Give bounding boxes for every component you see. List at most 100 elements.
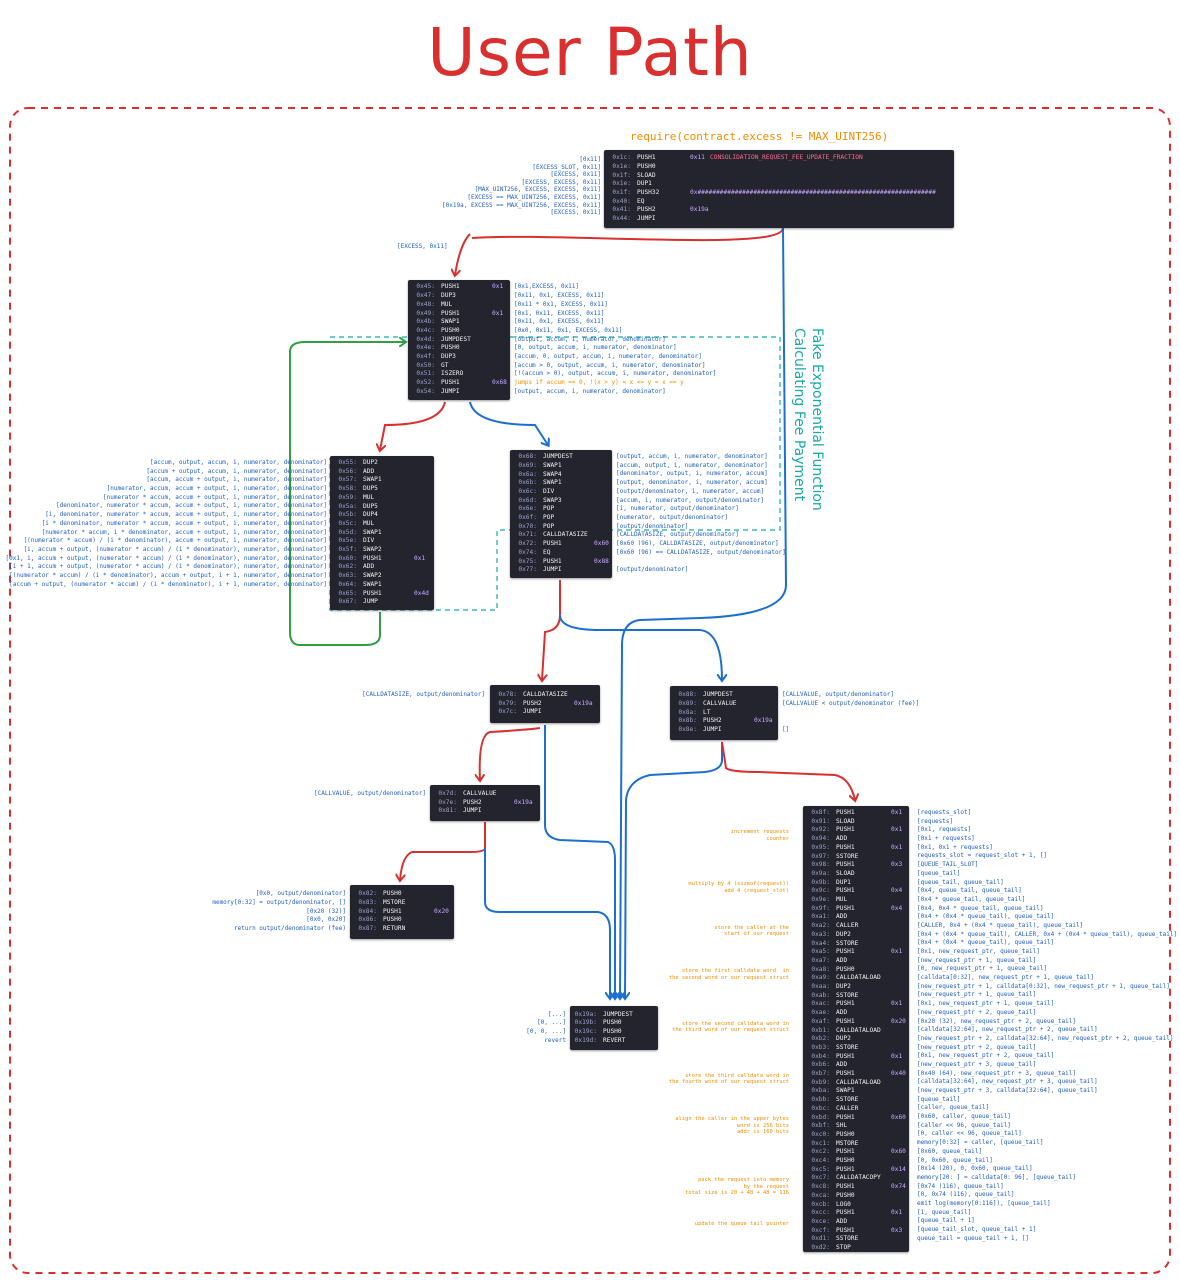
opcode-name: JUMPI xyxy=(441,387,460,395)
opcode-pc: 0xba: xyxy=(811,1087,830,1095)
stack-state: [calldata[32:64], new_request_ptr + 2, q… xyxy=(917,1026,1098,1034)
opcode-pc: 0x55: xyxy=(338,459,357,467)
stack-state: [new_request_ptr + 2, calldata[32:64], n… xyxy=(917,1034,1174,1042)
stack-state xyxy=(782,717,919,726)
opcode-pc: 0x71: xyxy=(518,531,537,539)
stack-state: [0x60, queue_tail] xyxy=(917,1147,983,1155)
stack-state: [0x11, 0x1, EXCESS, 0x11] xyxy=(514,318,605,326)
opcode-pc: 0xa1: xyxy=(811,913,830,921)
opcode-row: 0x55:DUP2 xyxy=(334,459,378,468)
stack-state: memory[20: ] = calldata[0: 96], [queue_t… xyxy=(917,1173,1076,1181)
edge-label-excess: [EXCESS, 0x11] xyxy=(397,243,448,250)
opcode-name: PUSH1 xyxy=(363,589,382,597)
opcode-row: 0x4d:JUMPDEST xyxy=(412,335,470,345)
opcode-argument: 0x1 xyxy=(891,826,903,834)
stack-state: [queue_tail, queue_tail] xyxy=(917,878,1004,886)
stack-state: [output/denominator] xyxy=(616,522,689,530)
outer-dashed-frame xyxy=(9,107,1171,1274)
opcode-pc: 0x19d: xyxy=(574,1036,597,1044)
opcode-pc: 0x4d: xyxy=(416,335,435,343)
opcode-row: 0xa4:SSTORE xyxy=(807,940,858,949)
stack-state xyxy=(782,709,919,718)
comment-note: increment requests counter xyxy=(730,829,789,842)
opcode-name: SWAP4 xyxy=(543,470,562,478)
comment-note: store the second calldata word in the th… xyxy=(672,1020,789,1033)
stack-state: [new_request_ptr + 1, queue_tail] xyxy=(917,991,1037,999)
opcode-pc: 0x57: xyxy=(338,476,357,484)
opcode-pc: 0x94: xyxy=(811,835,830,843)
stack-state: [accum, 0, output, accum, i, numerator, … xyxy=(514,352,702,360)
stack-state: [CALLER, 0x4 + (0x4 * queue_tail), queue… xyxy=(917,921,1084,929)
stack-state: [queue_tail + 1] xyxy=(917,1217,975,1225)
opcode-name: PUSH2 xyxy=(463,798,482,806)
opcode-pc: 0x7c: xyxy=(498,708,517,716)
opcode-pc: 0x19b: xyxy=(574,1019,597,1027)
opcode-row: 0xbc:CALLER xyxy=(807,1105,858,1114)
opcode-name: PUSH1 xyxy=(836,1165,855,1173)
opcode-pc: 0xc0: xyxy=(811,1130,830,1138)
opcode-name: JUMPI xyxy=(703,726,722,734)
opcode-argument: 0x1 xyxy=(891,1209,903,1217)
opcode-pc: 0x92: xyxy=(811,826,830,834)
opcode-name: DIV xyxy=(543,487,555,495)
opcode-row: 0x6f:POP xyxy=(514,514,554,523)
opcode-pc: 0xaa: xyxy=(811,983,830,990)
stack-state: [1, queue_tail] xyxy=(917,1208,972,1216)
opcode-row: 0x9a:SLOAD xyxy=(807,870,854,879)
opcode-name: PUSH1 xyxy=(836,1113,855,1121)
opcode-row: 0x19d:REVERT xyxy=(574,1036,626,1046)
opcode-name: SSTORE xyxy=(836,852,859,860)
stack-state: [(numerator * accum) / (i * denominator)… xyxy=(23,537,327,545)
opcode-name: SWAP1 xyxy=(363,580,382,588)
opcode-argument: 0x######################################… xyxy=(690,189,936,196)
opcode-argument: 0x19a xyxy=(690,206,709,214)
comment-note: store the first calldata word in the sec… xyxy=(668,968,789,981)
opcode-name: PUSH1 xyxy=(836,861,855,869)
opcode-pc: 0x1e: xyxy=(612,162,631,170)
opcode-pc: 0x97: xyxy=(811,852,830,860)
stack-state: [0, caller << 96, queue_tail] xyxy=(917,1130,1022,1138)
opcode-pc: 0x87: xyxy=(358,925,377,933)
opcode-pc: 0x88: xyxy=(678,691,697,699)
stack-state: [i, denominator, numerator * accum, accu… xyxy=(45,511,327,519)
opcode-name: DUP3 xyxy=(441,292,456,300)
opcode-row: 0x82:PUSH0 xyxy=(354,890,401,899)
opcode-row: 0x78:CALLDATASIZE xyxy=(494,691,567,700)
opcode-row: 0x6c:DIV xyxy=(514,488,554,497)
opcode-argument: 0x1 xyxy=(492,283,504,291)
opcode-argument: 0x60 xyxy=(891,1148,906,1156)
edge-init-to-exit xyxy=(469,401,548,445)
opcode-pc: 0x4c: xyxy=(416,326,435,334)
opcode-pc: 0xa4: xyxy=(811,939,830,947)
stack-state: [0x11, 0x1, EXCESS, 0x11] xyxy=(514,292,605,300)
opcode-pc: 0x8a: xyxy=(678,708,697,716)
opcode-name: ADD xyxy=(836,835,848,843)
stack-state: [QUEUE_TAIL_SLOT] xyxy=(917,861,979,869)
opcode-pc: 0x60: xyxy=(338,554,357,562)
opcode-row: 0x8e:JUMPI xyxy=(674,726,722,735)
opcode-row: 0x5d:SWAP1 xyxy=(334,529,381,538)
opcode-name: PUSH1 xyxy=(836,1226,855,1234)
stack-state: revert xyxy=(544,1036,566,1044)
opcode-row: 0x89:CALLVALUE xyxy=(674,700,736,709)
opcode-name: ADD xyxy=(836,1061,848,1069)
stack-state: [accum + output, (numerator * accum) / (… xyxy=(9,580,327,588)
opcode-pc: 0x9f: xyxy=(811,904,830,912)
stack-state: [0x4, queue_tail, queue_tail] xyxy=(917,887,1022,895)
edge-callvalue-to-store xyxy=(721,741,855,800)
opcode-name: DUP4 xyxy=(363,511,378,519)
opcode-row: 0xb9:CALLDATALOAD xyxy=(807,1079,880,1088)
opcode-name: CALLVALUE xyxy=(463,789,497,797)
opcode-pc: 0x19c: xyxy=(574,1028,597,1035)
opcode-name: CALLER xyxy=(836,922,859,930)
opcode-pc: 0x5c: xyxy=(338,519,357,527)
opcode-name: PUSH1 xyxy=(836,843,855,851)
stack-state: jumps if accum == 0, !(x > y) = x <= y =… xyxy=(514,379,684,386)
opcode-row: 0xab:SSTORE xyxy=(807,992,858,1001)
opcode-row: 0x5e:DIV xyxy=(334,537,374,546)
